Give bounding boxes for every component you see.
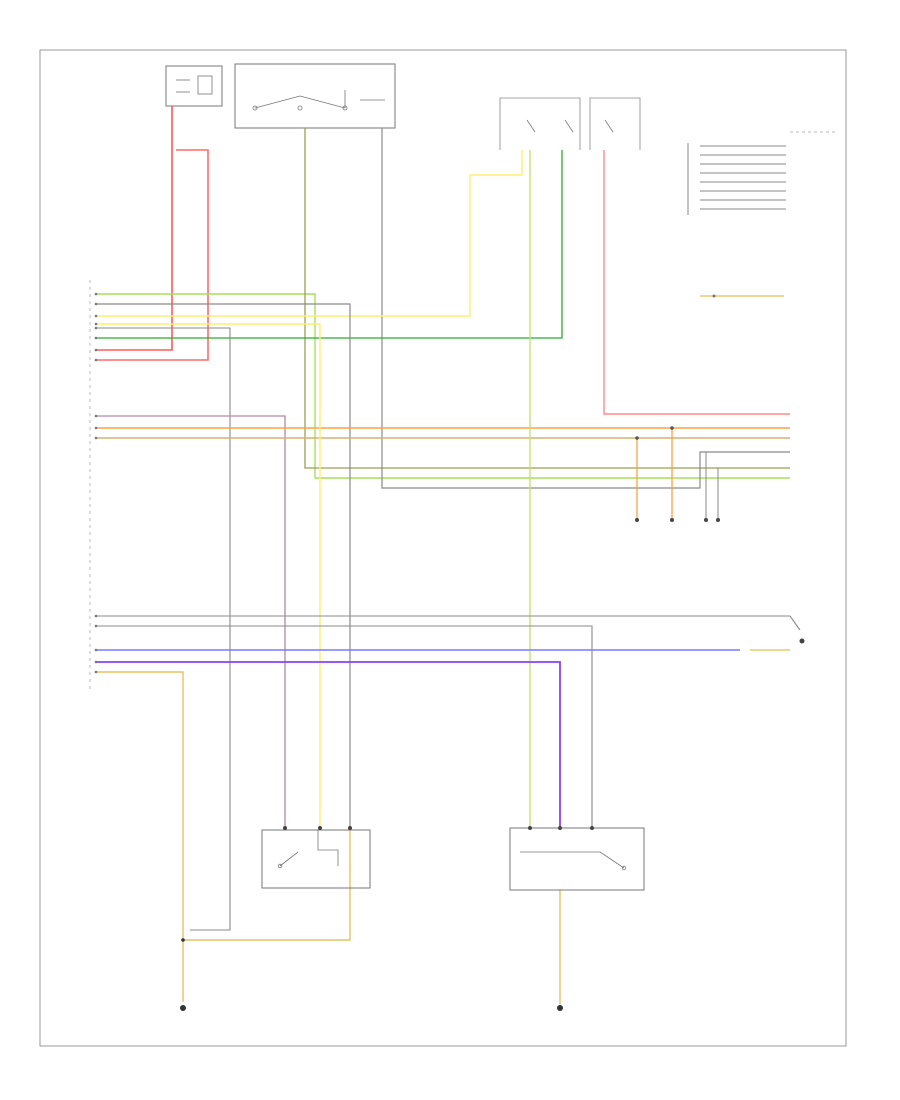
wire-gold-left: [96, 671, 184, 1002]
wire-gold-bottom: [183, 828, 351, 941]
wire-lime: [96, 293, 790, 479]
left-connector-pins: [94, 292, 98, 674]
wire-gray-ignition: [381, 128, 790, 489]
wire-yellow-relay: [96, 150, 523, 317]
wire-pink-relay: [603, 150, 790, 415]
wire-gray-left: [96, 303, 351, 828]
relay-panel-outline: [499, 97, 641, 150]
wire-red-2: [96, 149, 209, 361]
ignition-switch-contacts: [252, 90, 385, 111]
ground-left: [180, 938, 186, 1011]
switch-left-contacts: [277, 830, 339, 869]
wire-gray-drop: [705, 452, 719, 518]
fuse-box-component: [165, 65, 223, 107]
switch-right-contacts: [520, 851, 627, 871]
splice-connector-small: [700, 294, 784, 298]
wire-yellow-mid: [96, 323, 321, 828]
switch-left-terminals: [283, 826, 352, 830]
wire-purple: [96, 661, 561, 828]
drop-junctions: [635, 426, 674, 440]
lower-right-plug: [799, 638, 805, 644]
wire-gray-lower: [96, 615, 801, 631]
wire-green-relay: [96, 150, 563, 339]
ground-right: [557, 1005, 563, 1011]
wire-red: [96, 106, 173, 351]
ignition-switch-component: [234, 63, 396, 129]
connector-block-top-right: [687, 143, 786, 215]
fuse-box-contacts: [176, 75, 213, 95]
bottom-right-connector-dots: [635, 518, 720, 522]
wire-mauve: [96, 415, 286, 828]
wire-gray-lower-2: [96, 625, 593, 828]
diagram-border: [39, 49, 847, 1047]
wire-olive-ignition: [304, 128, 790, 469]
wire-gray-bus: [96, 327, 231, 931]
switch-component-left: [261, 829, 371, 889]
switch-component-right: [509, 827, 645, 891]
switch-right-terminals: [528, 826, 594, 830]
relay-contacts: [526, 119, 614, 133]
